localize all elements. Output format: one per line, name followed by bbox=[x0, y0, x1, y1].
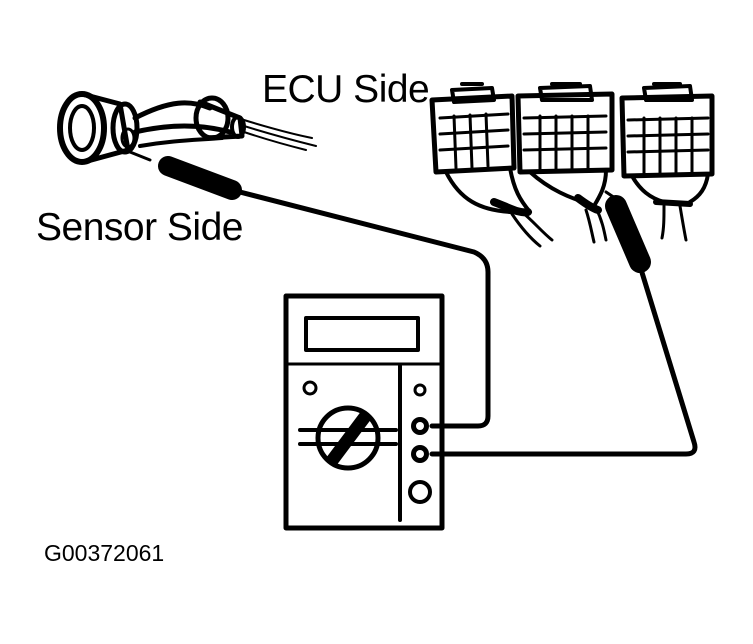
test-probe-icon bbox=[604, 190, 651, 273]
test-leads bbox=[229, 187, 698, 457]
multimeter-icon bbox=[283, 293, 445, 531]
ecu-side-label: ECU Side bbox=[262, 68, 430, 111]
ecu-connector-1 bbox=[429, 82, 554, 248]
ecu-connector-3 bbox=[619, 82, 715, 242]
ecu-connector-2 bbox=[515, 82, 615, 244]
sensor-connector-icon bbox=[57, 91, 317, 200]
figure-id: G00372061 bbox=[44, 540, 165, 566]
ecu-connector-icon bbox=[429, 82, 715, 248]
sensor-side-label: Sensor Side bbox=[36, 206, 243, 249]
